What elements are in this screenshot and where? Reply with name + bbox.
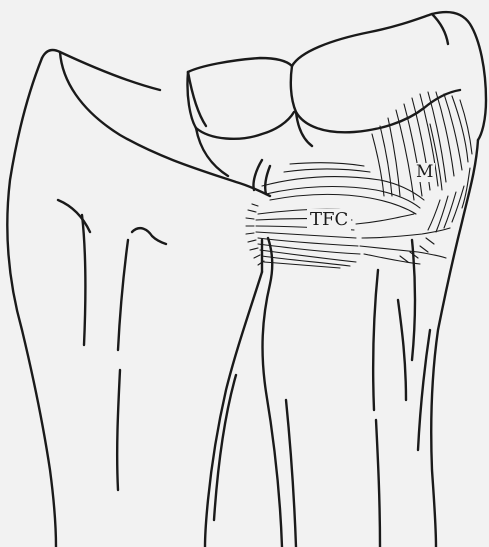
tfc-label: TFC — [307, 209, 351, 231]
radius-bone — [7, 50, 270, 547]
ulna-bone — [262, 140, 478, 547]
meniscus-label: M — [414, 163, 435, 182]
carpal-bones — [187, 12, 486, 194]
